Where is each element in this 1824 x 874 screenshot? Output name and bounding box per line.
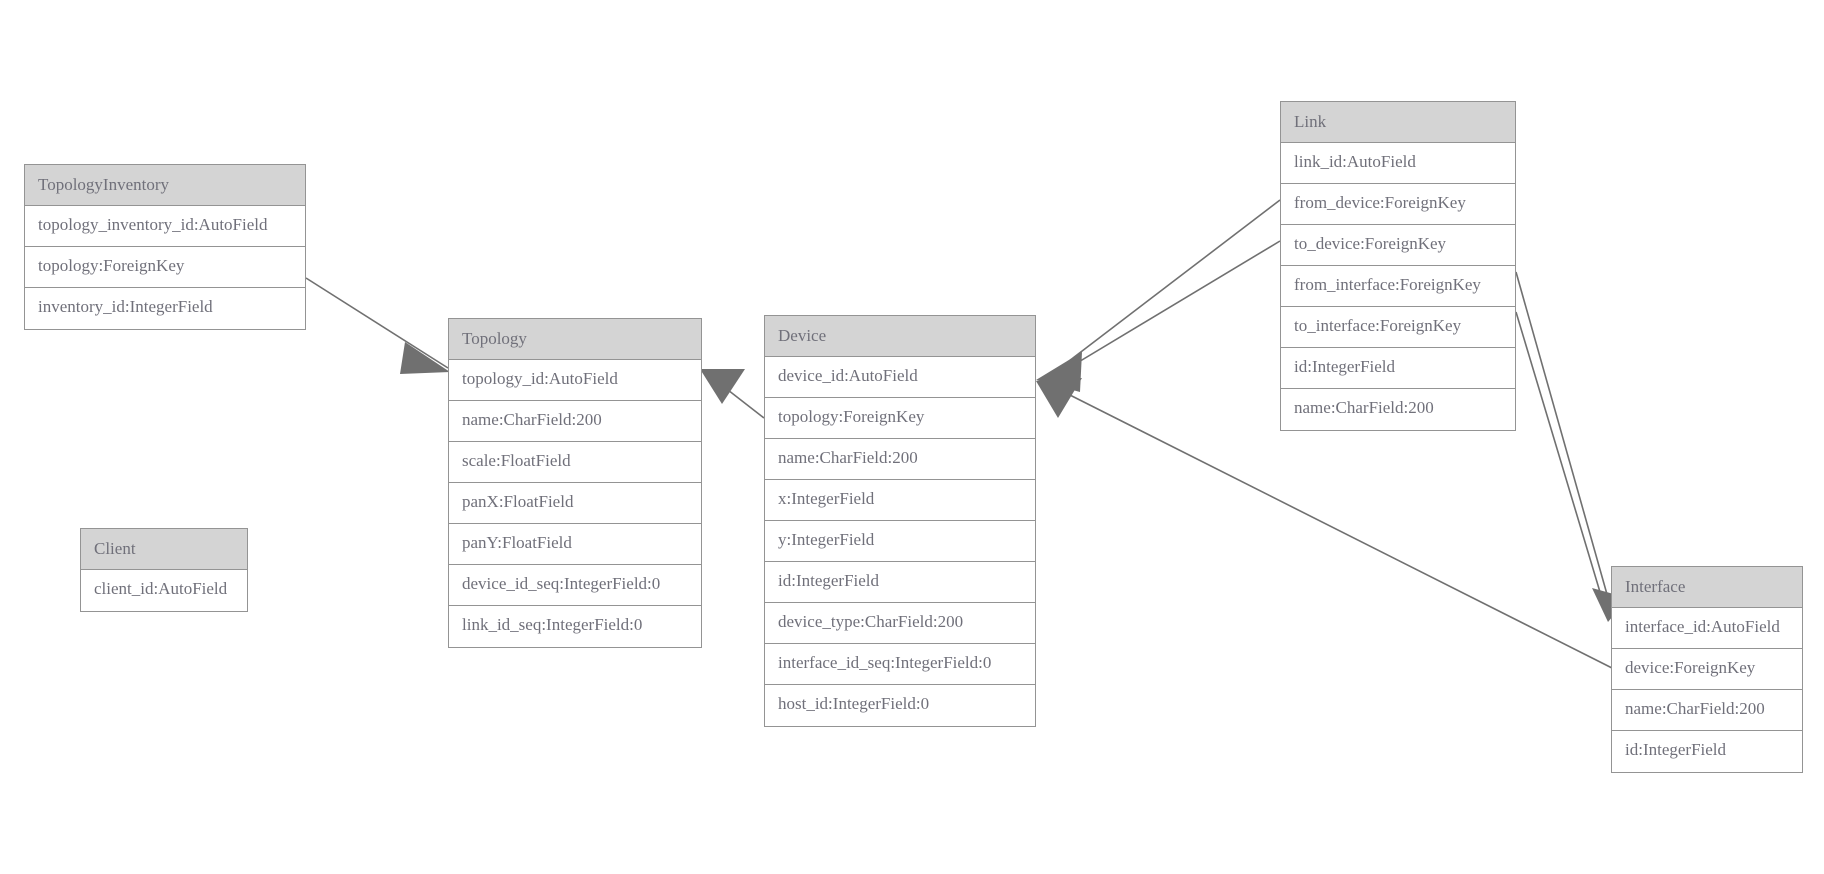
entity-field: topology_inventory_id:AutoField (25, 206, 305, 247)
entity-field: from_device:ForeignKey (1281, 184, 1515, 225)
entity-field: topology:ForeignKey (765, 398, 1035, 439)
entity-field: id:IntegerField (1625, 740, 1727, 759)
entity-field: x:IntegerField (765, 480, 1035, 521)
entity-field: device_id:AutoField (765, 357, 1035, 398)
entity-field: inventory_id:IntegerField (38, 297, 213, 316)
edge-link-from-interface (1515, 271, 1613, 613)
entity-field: id:IntegerField (1281, 348, 1515, 389)
entity-title: Client (81, 529, 247, 570)
entity-field: to_device:ForeignKey (1281, 225, 1515, 266)
entity-field: topology:ForeignKey (25, 247, 305, 288)
entity-field: device_type:CharField:200 (765, 603, 1035, 644)
edge-link-to-device (1051, 240, 1281, 379)
entity-field: link_id:AutoField (1281, 143, 1515, 184)
entity-title: Topology (449, 319, 701, 360)
entity-interface[interactable]: Interface interface_id:AutoField device:… (1611, 566, 1803, 773)
edge-link-from-device (1051, 199, 1281, 375)
entity-field: host_id:IntegerField:0 (778, 694, 930, 713)
entity-title: Device (765, 316, 1035, 357)
entity-field: from_interface:ForeignKey (1281, 266, 1515, 307)
edge-topologyinventory-topology (305, 277, 450, 374)
entity-field: interface_id:AutoField (1612, 608, 1802, 649)
entity-field: device:ForeignKey (1612, 649, 1802, 690)
entity-field: topology_id:AutoField (449, 360, 701, 401)
entity-client[interactable]: Client client_id:AutoField (80, 528, 248, 612)
entity-field: interface_id_seq:IntegerField:0 (765, 644, 1035, 685)
entity-field: id:IntegerField (765, 562, 1035, 603)
entity-title: Link (1281, 102, 1515, 143)
entity-field: client_id:AutoField (94, 579, 228, 598)
entity-title: Interface (1612, 567, 1802, 608)
entity-topology-inventory[interactable]: TopologyInventory topology_inventory_id:… (24, 164, 306, 330)
entity-field: link_id_seq:IntegerField:0 (462, 615, 643, 634)
entity-field: name:CharField:200 (449, 401, 701, 442)
entity-title: TopologyInventory (25, 165, 305, 206)
entity-field: name:CharField:200 (765, 439, 1035, 480)
arrowhead-device-upper (1036, 352, 1082, 392)
entity-device[interactable]: Device device_id:AutoField topology:Fore… (764, 315, 1036, 727)
entity-field: to_interface:ForeignKey (1281, 307, 1515, 348)
entity-field: panY:FloatField (449, 524, 701, 565)
entity-field: name:CharField:200 (1294, 398, 1434, 417)
edge-link-to-interface (1515, 311, 1607, 613)
entity-field: device_id_seq:IntegerField:0 (449, 565, 701, 606)
edge-device-topology (700, 369, 765, 419)
entity-field: name:CharField:200 (1612, 690, 1802, 731)
entity-link[interactable]: Link link_id:AutoField from_device:Forei… (1280, 101, 1516, 431)
entity-field: y:IntegerField (765, 521, 1035, 562)
entity-field: panX:FloatField (449, 483, 701, 524)
entity-field: scale:FloatField (449, 442, 701, 483)
entity-topology[interactable]: Topology topology_id:AutoField name:Char… (448, 318, 702, 648)
